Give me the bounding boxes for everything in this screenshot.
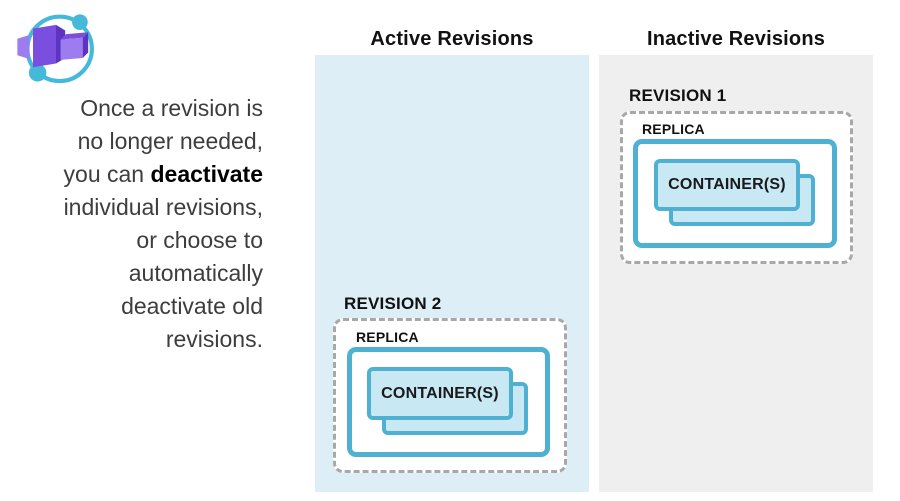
intro-line: no longer needed, <box>77 128 263 154</box>
small-cube-side-icon <box>82 32 89 59</box>
orbit-dot-large-icon <box>28 64 47 82</box>
container-apps-icon <box>17 14 94 84</box>
intro-line: revisions. <box>165 326 263 352</box>
intro-line: automatically <box>128 260 263 286</box>
active-revisions-title: Active Revisions <box>370 28 534 50</box>
orbit-dot-small-icon <box>72 14 88 30</box>
intro-line: deactivate old <box>121 293 263 319</box>
revision-2-label: REVISION 2 <box>344 294 442 313</box>
small-cube-front-icon <box>60 37 83 60</box>
intro-line: you can deactivate <box>0 158 263 191</box>
small-cube-top-icon <box>60 32 89 40</box>
intro-line: individual revisions, <box>63 194 263 220</box>
revision-2-container-front: CONTAINER(S) <box>367 367 513 420</box>
cube-left-face-icon <box>33 24 56 68</box>
deactivate-emphasis: deactivate <box>150 161 263 187</box>
revision-1-label: REVISION 1 <box>629 86 727 105</box>
intro-line-plain: you can <box>63 161 151 187</box>
inactive-revisions-title: Inactive Revisions <box>646 28 826 50</box>
revision-1-container-front: CONTAINER(S) <box>654 159 800 211</box>
intro-line: or choose to <box>136 227 263 253</box>
intro-line: Once a revision is <box>80 95 263 121</box>
intro-paragraph: Once a revision is no longer needed, you… <box>0 92 263 356</box>
left-panel-icon <box>17 35 30 59</box>
revision-2-replica-label: REPLICA <box>356 329 419 345</box>
revision-1-replica-label: REPLICA <box>642 121 705 137</box>
